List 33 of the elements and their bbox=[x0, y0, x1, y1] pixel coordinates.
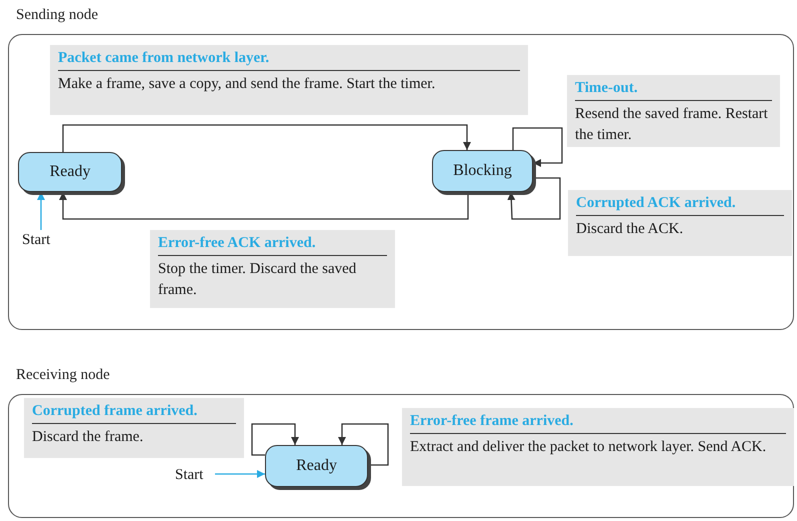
event-box bbox=[24, 398, 244, 458]
event-title: Corrupted ACK arrived. bbox=[576, 193, 784, 216]
event-title: Error-free frame arrived. bbox=[410, 411, 786, 434]
arrow bbox=[62, 124, 471, 152]
event-title: Corrupted frame arrived. bbox=[32, 401, 236, 424]
arrow bbox=[37, 192, 45, 230]
action-text: Resend the saved frame. Restart the timer. bbox=[575, 105, 769, 145]
event-title: Error-free ACK arrived. bbox=[158, 233, 387, 256]
action-text: Discard the frame. bbox=[32, 428, 144, 447]
state-box: Blocking bbox=[432, 150, 533, 192]
section-title: Receiving node bbox=[16, 366, 110, 385]
event-box bbox=[567, 75, 780, 147]
event-box bbox=[568, 190, 792, 256]
action-text: Discard the ACK. bbox=[576, 220, 684, 239]
arrow bbox=[251, 423, 299, 456]
arrow bbox=[338, 423, 389, 466]
arrow bbox=[215, 470, 265, 478]
event-title: Packet came from network layer. bbox=[58, 48, 520, 71]
event-box bbox=[402, 408, 794, 486]
event-box bbox=[50, 45, 528, 115]
state-box: Ready bbox=[18, 152, 122, 192]
event-box bbox=[150, 230, 395, 308]
action-text: Make a frame, save a copy, and send the frame. Start the timer. bbox=[58, 75, 436, 94]
arrow bbox=[512, 127, 563, 167]
section-title: Sending node bbox=[16, 6, 98, 25]
action-text: Stop the timer. Discard the saved frame. bbox=[158, 260, 358, 300]
state-box: Ready bbox=[265, 445, 368, 487]
start-label: Start bbox=[22, 230, 64, 250]
arrow bbox=[507, 177, 561, 220]
start-label: Start bbox=[175, 465, 215, 485]
arrow bbox=[59, 192, 469, 220]
action-text: Extract and deliver the packet to network layer. Send ACK. bbox=[410, 438, 768, 457]
event-title: Time-out. bbox=[575, 78, 772, 101]
